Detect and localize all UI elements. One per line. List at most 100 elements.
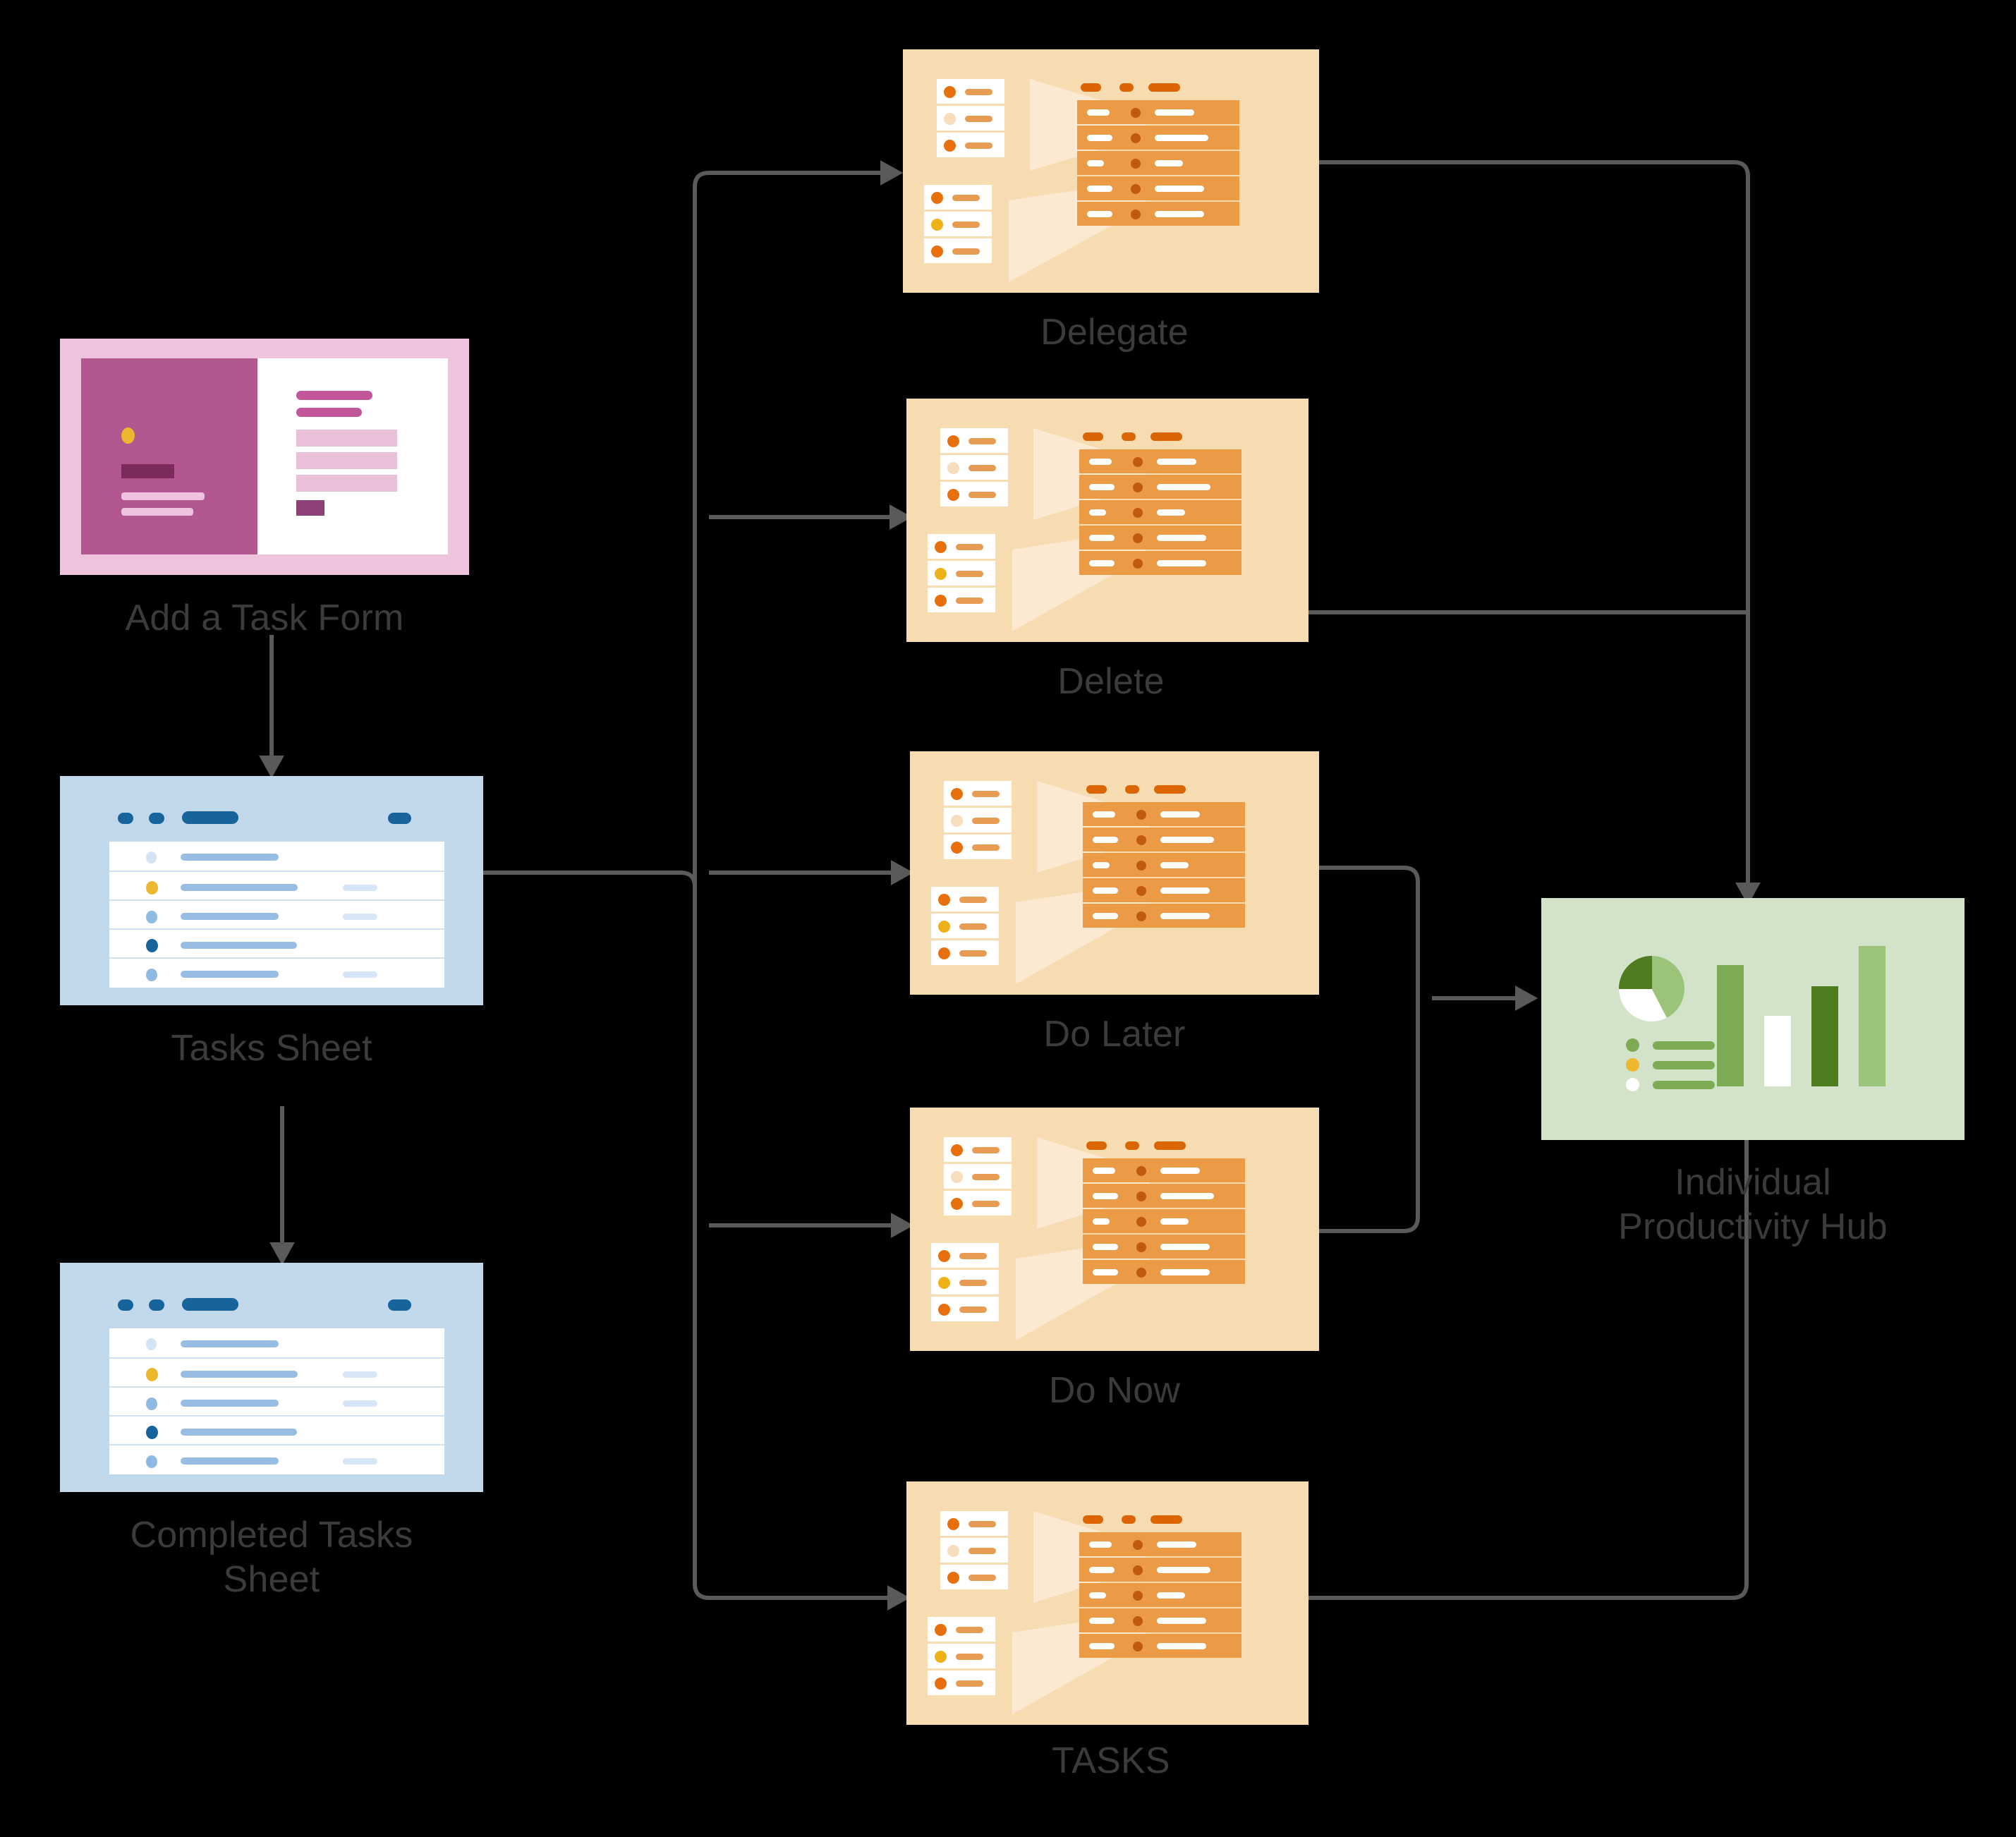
table-row[interactable] xyxy=(109,871,444,901)
table-row[interactable] xyxy=(1083,1209,1245,1233)
table-row[interactable] xyxy=(1077,151,1239,175)
row-meta-bar xyxy=(343,885,377,891)
list-item[interactable] xyxy=(931,1297,999,1321)
list-item[interactable] xyxy=(928,588,995,612)
cell-a xyxy=(1087,109,1110,116)
table-row[interactable] xyxy=(1083,904,1245,928)
table-row[interactable] xyxy=(109,928,444,959)
form-field-2[interactable] xyxy=(296,452,397,469)
node-tasks[interactable] xyxy=(906,1481,1308,1725)
list-item[interactable] xyxy=(944,1137,1012,1162)
list-item[interactable] xyxy=(928,534,995,559)
list-item[interactable] xyxy=(924,238,992,263)
table-row[interactable] xyxy=(1079,1558,1241,1582)
table-row[interactable] xyxy=(1083,802,1245,826)
node-delete[interactable] xyxy=(906,399,1308,642)
table-row[interactable] xyxy=(1079,551,1241,575)
item-bar xyxy=(959,923,987,930)
list-item[interactable] xyxy=(928,1644,995,1668)
form-submit-button[interactable] xyxy=(296,500,324,516)
cell-a xyxy=(1093,1168,1115,1174)
form-primary-button[interactable] xyxy=(121,464,174,478)
list-item[interactable] xyxy=(937,106,1004,131)
list-item[interactable] xyxy=(940,1511,1008,1536)
table-row[interactable] xyxy=(109,1444,444,1474)
table-row[interactable] xyxy=(1079,449,1241,473)
list-item[interactable] xyxy=(940,1565,1008,1589)
table-row[interactable] xyxy=(1079,500,1241,524)
table-row[interactable] xyxy=(109,1415,444,1445)
node-do-later[interactable] xyxy=(910,751,1319,995)
list-item[interactable] xyxy=(940,1538,1008,1563)
item-bar xyxy=(965,116,992,122)
list-item[interactable] xyxy=(928,1671,995,1695)
sheet-header-dot-1 xyxy=(118,1299,133,1311)
item-dot xyxy=(935,568,947,580)
list-item[interactable] xyxy=(944,781,1012,806)
node-do-now[interactable] xyxy=(910,1108,1319,1351)
table-row[interactable] xyxy=(1079,1608,1241,1632)
table-row[interactable] xyxy=(1079,1583,1241,1607)
list-item[interactable] xyxy=(931,940,999,965)
list-item[interactable] xyxy=(931,1270,999,1295)
sheet-action-pill[interactable] xyxy=(388,813,411,824)
cell-a xyxy=(1089,459,1112,465)
cell-b xyxy=(1160,1193,1214,1199)
list-item[interactable] xyxy=(944,1164,1012,1189)
node-individual-productivity-hub[interactable] xyxy=(1541,898,1965,1140)
list-item[interactable] xyxy=(940,428,1008,453)
row-status-dot xyxy=(146,1338,157,1350)
cell-dot xyxy=(1136,1268,1146,1278)
list-item[interactable] xyxy=(940,482,1008,507)
table-row[interactable] xyxy=(109,1328,444,1357)
cell-b xyxy=(1157,459,1196,465)
table-row[interactable] xyxy=(1083,1260,1245,1284)
table-row[interactable] xyxy=(109,842,444,871)
table-row[interactable] xyxy=(1083,827,1245,851)
node-delegate[interactable] xyxy=(903,49,1319,293)
label-do-now: Do Now xyxy=(1048,1370,1181,1411)
list-item[interactable] xyxy=(940,455,1008,480)
table-row[interactable] xyxy=(1083,1235,1245,1259)
cell-dot xyxy=(1131,108,1141,118)
table-row[interactable] xyxy=(109,1386,444,1417)
form-field-3[interactable] xyxy=(296,475,397,492)
table-row[interactable] xyxy=(109,1357,444,1388)
wire-do-now-out xyxy=(1319,998,1420,1233)
list-item[interactable] xyxy=(944,808,1012,832)
table-row[interactable] xyxy=(109,957,444,988)
table-row[interactable] xyxy=(1077,176,1239,200)
list-item[interactable] xyxy=(924,212,992,236)
list-item[interactable] xyxy=(931,914,999,938)
form-field-1[interactable] xyxy=(296,430,397,447)
cell-b xyxy=(1160,1269,1210,1275)
table-row[interactable] xyxy=(1077,202,1239,226)
table-row[interactable] xyxy=(1077,100,1239,124)
node-completed-tasks-sheet[interactable] xyxy=(60,1263,483,1492)
list-item[interactable] xyxy=(931,1243,999,1268)
table-row[interactable] xyxy=(1083,1158,1245,1182)
list-item[interactable] xyxy=(928,1617,995,1642)
item-bar xyxy=(959,1280,987,1286)
table-row[interactable] xyxy=(109,899,444,930)
table-row[interactable] xyxy=(1079,1532,1241,1556)
table-row[interactable] xyxy=(1079,1634,1241,1658)
table-row[interactable] xyxy=(1083,1184,1245,1208)
table-row[interactable] xyxy=(1079,526,1241,550)
list-item[interactable] xyxy=(924,185,992,210)
list-item[interactable] xyxy=(937,133,1004,157)
node-add-task-form[interactable] xyxy=(60,339,469,575)
list-item[interactable] xyxy=(937,79,1004,104)
list-item[interactable] xyxy=(931,887,999,911)
list-item[interactable] xyxy=(944,835,1012,859)
table-row[interactable] xyxy=(1079,475,1241,499)
list-item[interactable] xyxy=(928,561,995,586)
node-tasks-sheet[interactable] xyxy=(60,776,483,1005)
item-bar xyxy=(965,143,992,149)
sheet-action-pill[interactable] xyxy=(388,1299,411,1311)
table-row[interactable] xyxy=(1083,878,1245,902)
table-row[interactable] xyxy=(1083,853,1245,877)
table-row[interactable] xyxy=(1077,126,1239,150)
list-item[interactable] xyxy=(944,1191,1012,1215)
